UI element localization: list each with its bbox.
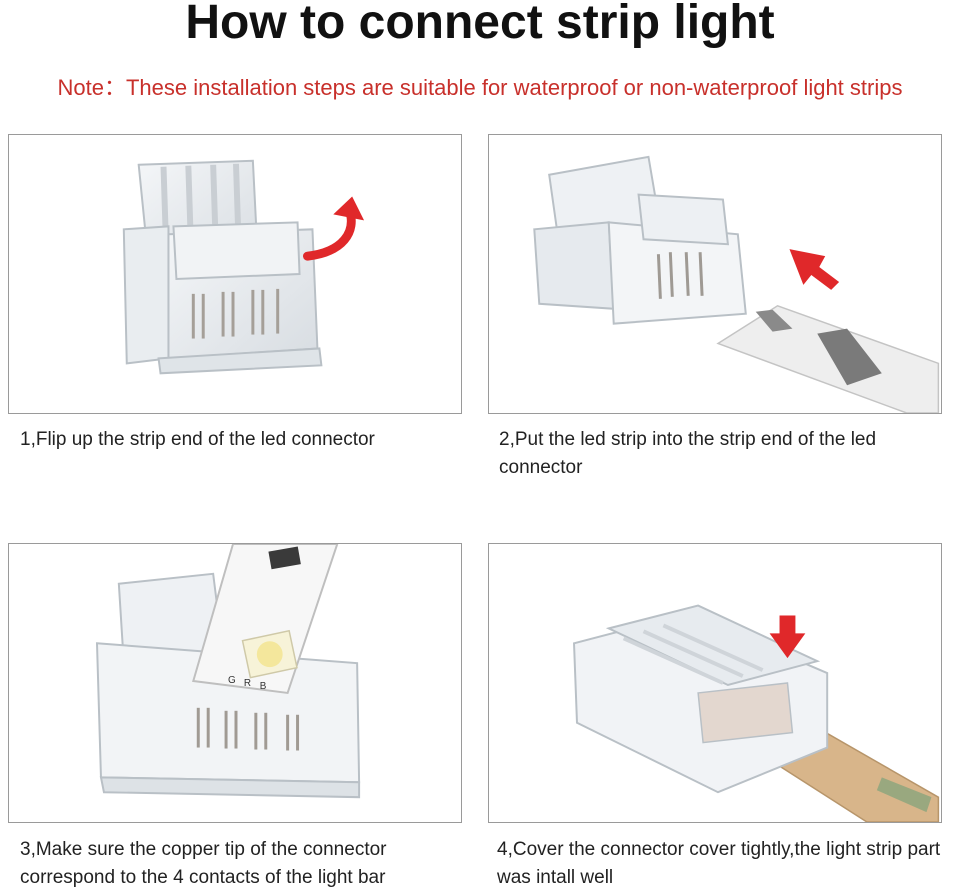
connector-body	[533, 155, 747, 325]
step-1-image	[8, 134, 462, 414]
step-3-image: G R B	[8, 543, 462, 823]
installation-note: Note：These installation steps are suitab…	[57, 75, 903, 100]
copper-pins	[191, 288, 280, 339]
step-1-caption: 1,Flip up the strip end of the led conne…	[20, 429, 375, 450]
strip-label-r: R	[244, 678, 251, 689]
step-2-caption: 2,Put the led strip into the strip end o…	[499, 429, 877, 478]
strip-label-g: G	[228, 675, 236, 686]
connector-base	[122, 221, 323, 375]
step-4-image	[488, 543, 942, 823]
strip-label-b: B	[260, 681, 267, 692]
connector-closed	[572, 604, 829, 794]
step-3-caption: 3,Make sure the copper tip of the connec…	[20, 839, 387, 888]
copper-pins	[656, 252, 704, 299]
step-2-image	[488, 134, 942, 414]
step-4-caption: 4,Cover the connector cover tightly,the …	[497, 839, 941, 888]
copper-pins	[196, 707, 300, 751]
arrow-down-icon	[769, 615, 806, 659]
led-strip	[192, 544, 339, 695]
curved-arrow-icon	[303, 196, 365, 261]
strip-labels: G R B	[228, 675, 267, 692]
page-title: How to connect strip light	[185, 0, 775, 49]
light-strip-tape	[716, 304, 940, 413]
arrow-icon	[789, 249, 840, 290]
